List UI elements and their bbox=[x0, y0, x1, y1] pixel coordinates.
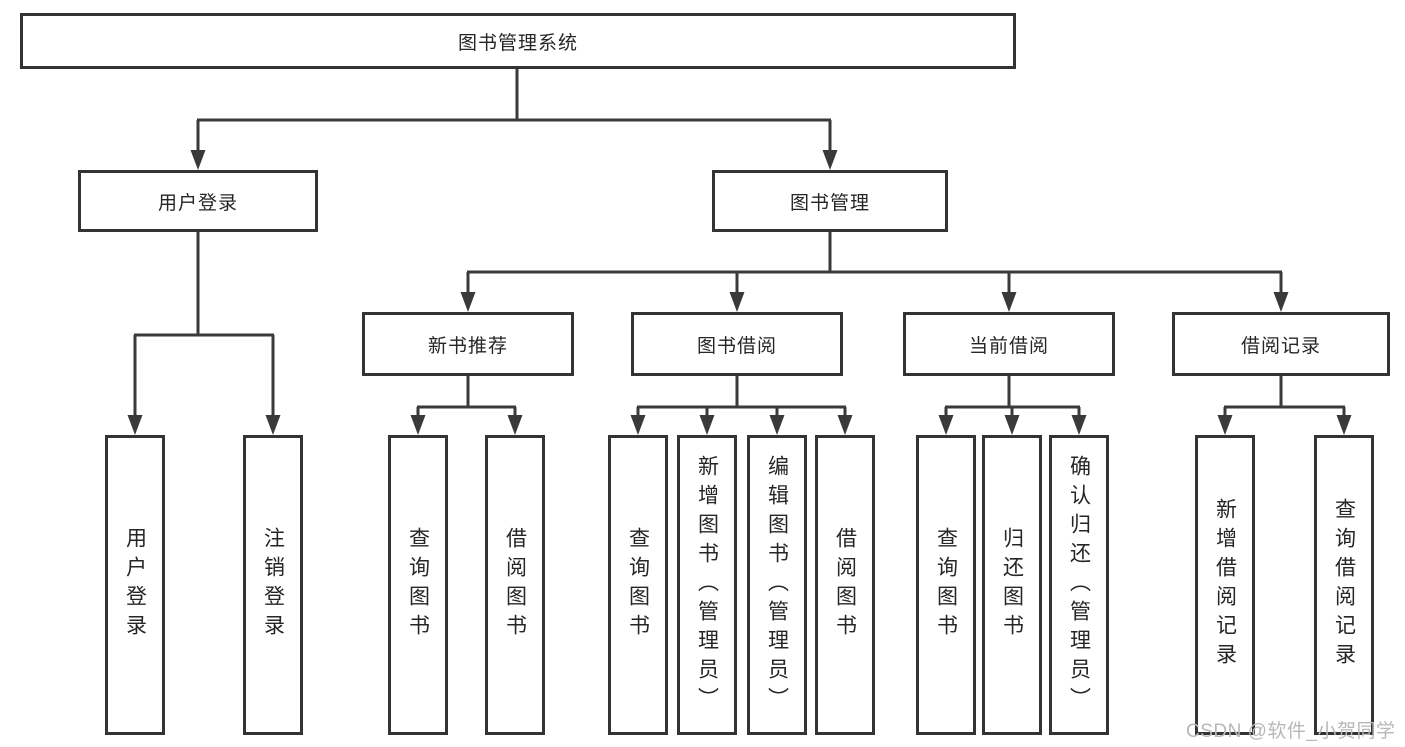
tree-edges bbox=[133, 69, 1346, 415]
leaf-confirm-return-admin: 确认归还（管理员） bbox=[1049, 435, 1109, 735]
leaf-borrow-books: 借阅图书 bbox=[815, 435, 875, 735]
node-user-login: 用户登录 bbox=[78, 170, 318, 232]
leaf-query-borrow-record: 查询借阅记录 bbox=[1314, 435, 1374, 735]
leaf-query-books-current: 查询图书 bbox=[916, 435, 976, 735]
leaf-query-books-borrow: 查询图书 bbox=[608, 435, 668, 735]
leaf-user-login: 用户登录 bbox=[105, 435, 165, 735]
leaf-add-book-admin: 新增图书（管理员） bbox=[677, 435, 737, 735]
arrowheads bbox=[127, 150, 1352, 435]
leaf-add-borrow-record: 新增借阅记录 bbox=[1195, 435, 1255, 735]
leaf-edit-book-admin: 编辑图书（管理员） bbox=[747, 435, 807, 735]
node-borrowing-records: 借阅记录 bbox=[1172, 312, 1390, 376]
node-new-book-recommendation: 新书推荐 bbox=[362, 312, 574, 376]
csdn-watermark: CSDN @软件_小贺同学 bbox=[1186, 721, 1396, 742]
node-current-borrowing: 当前借阅 bbox=[903, 312, 1115, 376]
leaf-borrow-books-recommend: 借阅图书 bbox=[485, 435, 545, 735]
leaf-logout: 注销登录 bbox=[243, 435, 303, 735]
leaf-return-books: 归还图书 bbox=[982, 435, 1042, 735]
leaf-query-books-recommend: 查询图书 bbox=[388, 435, 448, 735]
node-book-borrowing: 图书借阅 bbox=[631, 312, 843, 376]
node-book-management: 图书管理 bbox=[712, 170, 948, 232]
node-library-management-system: 图书管理系统 bbox=[20, 13, 1016, 69]
